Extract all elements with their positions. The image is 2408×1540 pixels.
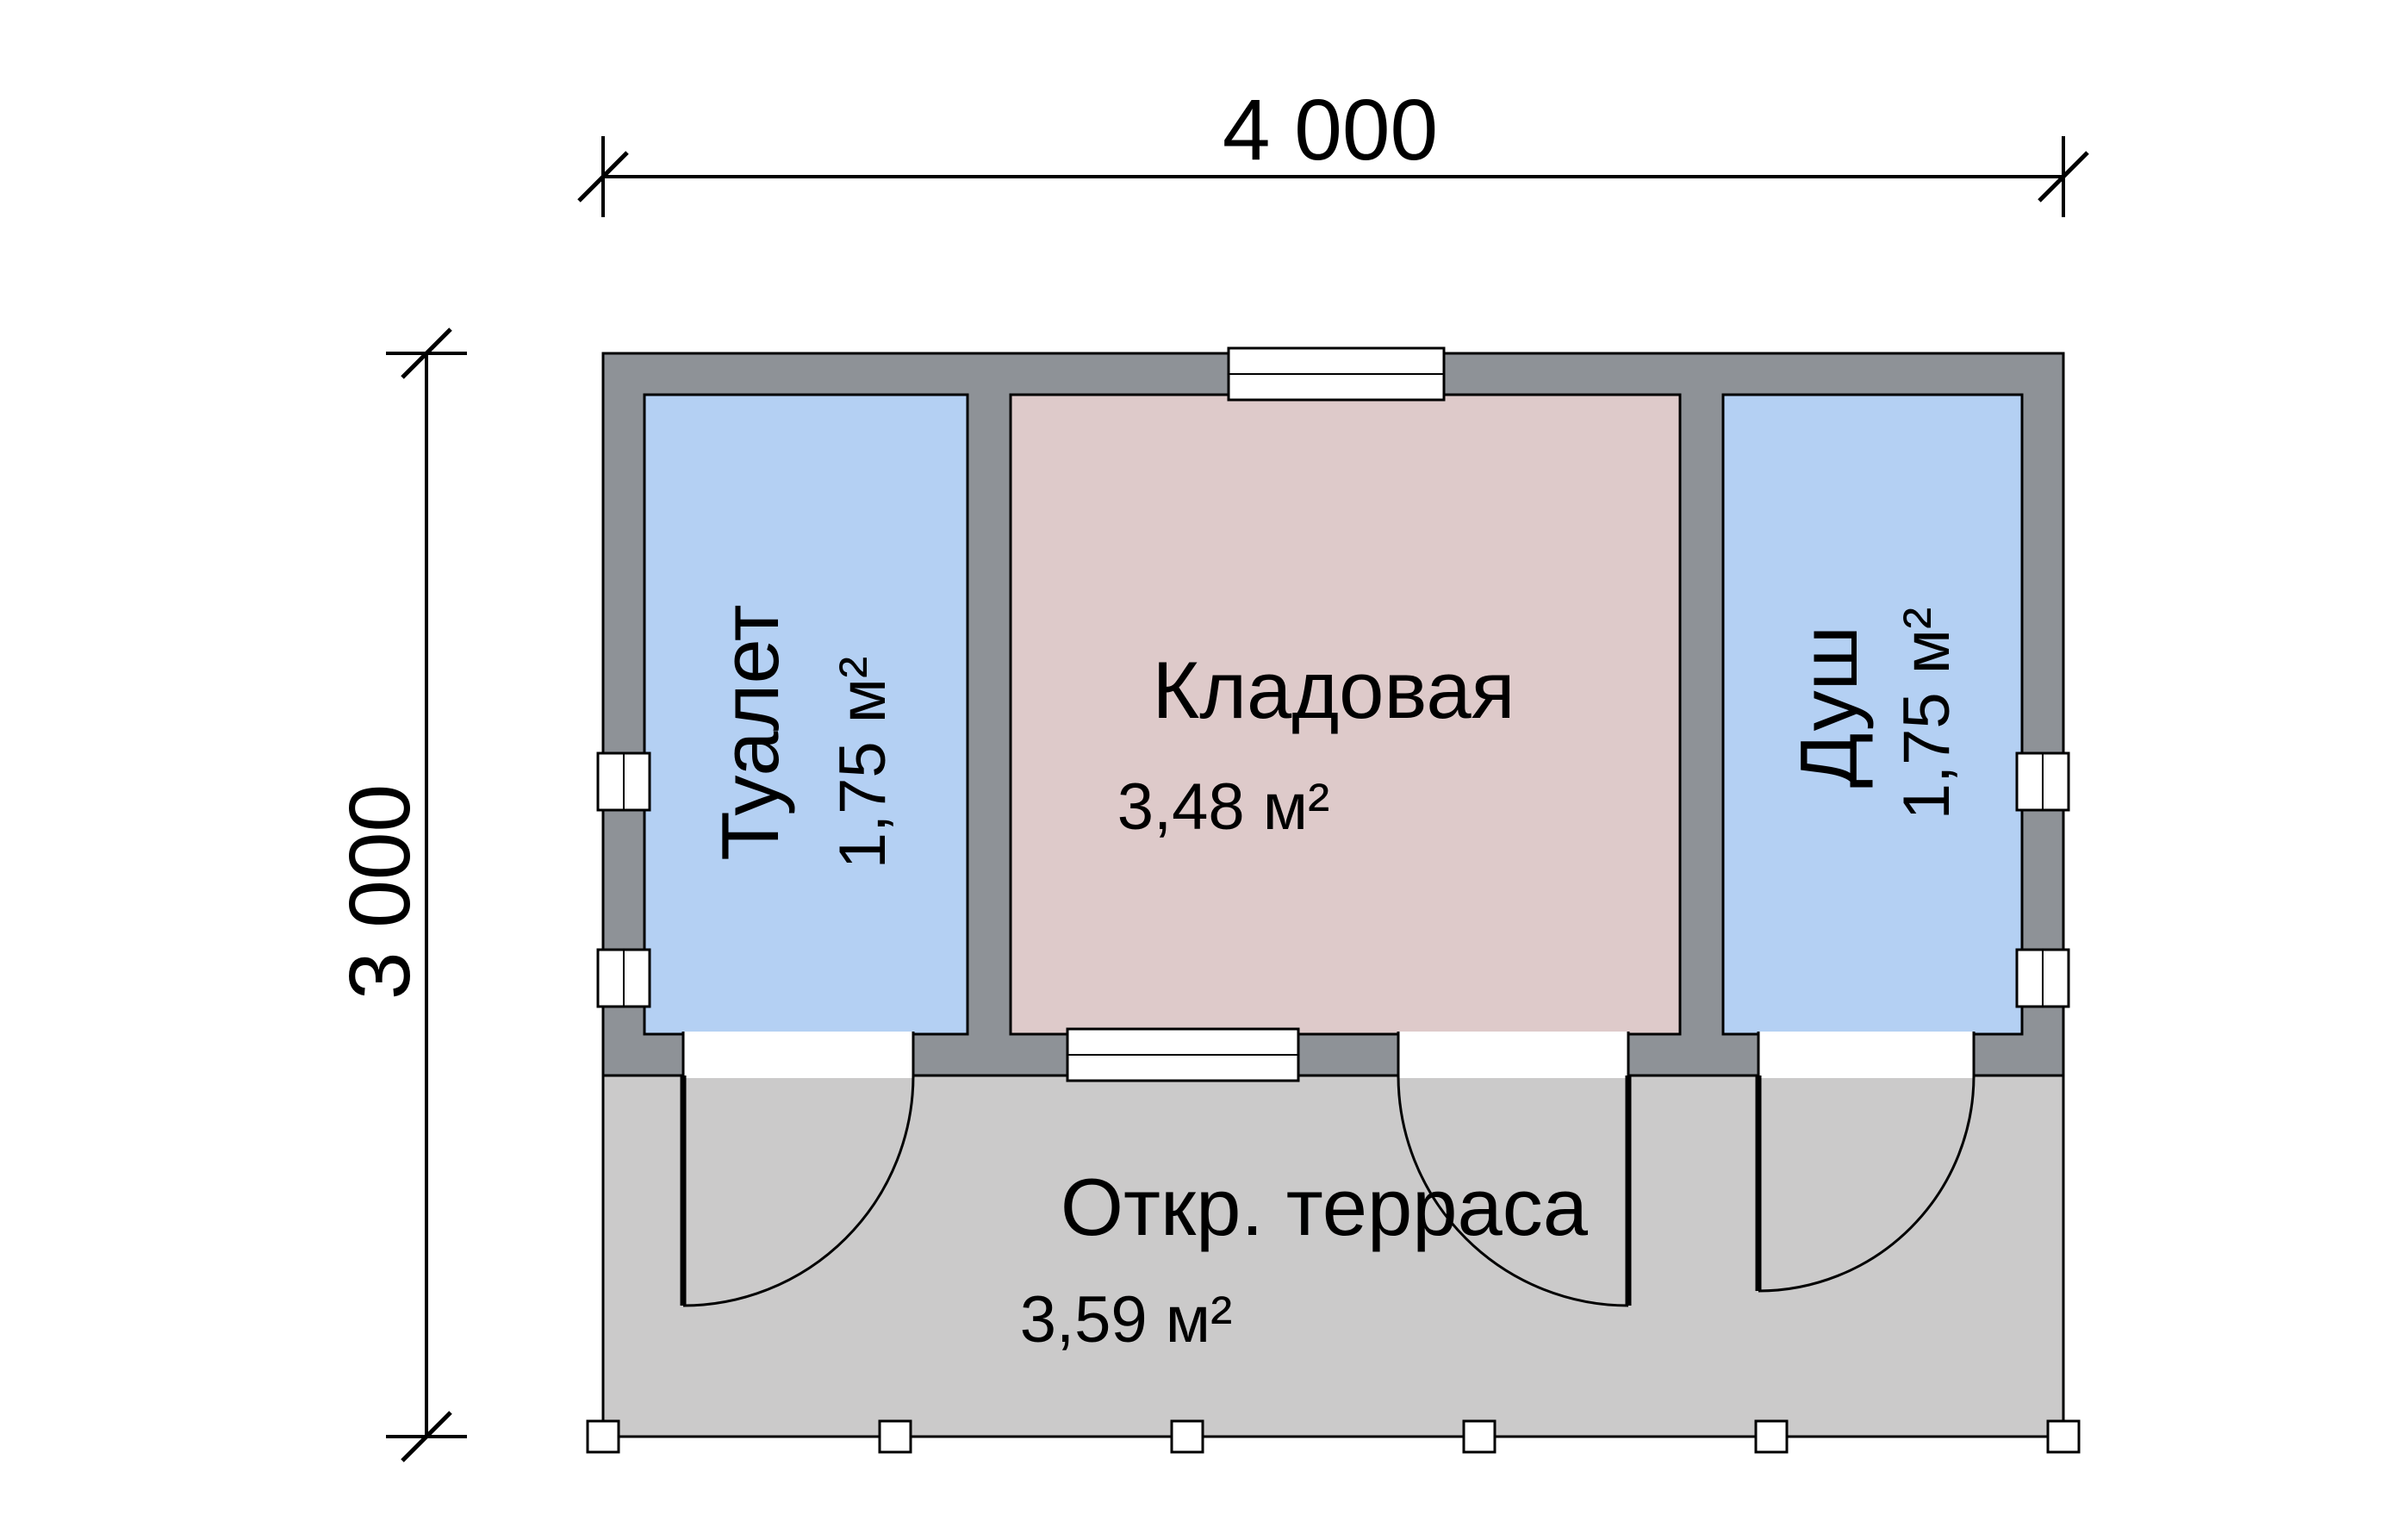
window-storage-bottom: [1066, 1027, 1300, 1082]
terrace-post: [1754, 1419, 1789, 1454]
room-storage-area: 3,48 м²: [1117, 770, 1330, 844]
window-right-upper: [2015, 751, 2070, 812]
building: [601, 352, 2065, 1077]
terrace-posts: [586, 1419, 2081, 1454]
dimension-width-label: 4 000: [1223, 82, 1438, 178]
door-toilet-swing-arc: [682, 1075, 915, 1307]
door-toilet: [680, 1032, 915, 1307]
room-storage-label: Кладовая: [1152, 645, 1515, 735]
dimension-slash-tick: [401, 327, 452, 379]
dimension-slash-tick: [401, 1411, 452, 1462]
room-toilet-label: Туалет: [705, 604, 795, 860]
dimension-slash-tick: [2038, 151, 2089, 203]
door-storage-opening: [1398, 1032, 1628, 1078]
terrace-post: [878, 1419, 912, 1454]
terrace-post: [1462, 1419, 1496, 1454]
window-top: [1227, 346, 1446, 402]
door-storage: [1397, 1032, 1632, 1307]
room-storage: [1009, 393, 1682, 1036]
door-storage-swing-arc: [1397, 1075, 1629, 1307]
room-toilet-area: 1,75 м²: [826, 657, 899, 870]
door-shower: [1755, 1032, 1976, 1293]
left-dimension: 3 000: [332, 327, 467, 1462]
windows: [596, 346, 2070, 1082]
top-dimension: 4 000: [577, 82, 2089, 217]
terrace-area: 3,59 м²: [1020, 1283, 1233, 1356]
window-left-lower: [596, 948, 651, 1008]
room-toilet: [643, 393, 969, 1036]
terrace-post: [2046, 1419, 2081, 1454]
doors: [680, 1032, 1976, 1307]
dimension-height-label: 3 000: [332, 784, 428, 1000]
terrace-floor: [601, 1074, 2065, 1438]
room-shower: [1721, 393, 2024, 1036]
window-left-upper: [596, 751, 651, 812]
room-labels: Туалет 1,75 м² Кладовая 3,48 м² Душ 1,75…: [705, 604, 1963, 1356]
terrace: [586, 1074, 2081, 1454]
window-right-lower: [2015, 948, 2070, 1008]
door-toilet-opening: [683, 1032, 913, 1078]
room-shower-label: Душ: [1783, 626, 1874, 788]
terrace-post: [586, 1419, 620, 1454]
terrace-post: [1170, 1419, 1204, 1454]
dimension-slash-tick: [577, 151, 629, 203]
door-shower-opening: [1758, 1032, 1974, 1078]
terrace-label: Откр. терраса: [1061, 1162, 1589, 1252]
room-shower-area: 1,75 м²: [1890, 608, 1963, 820]
door-shower-swing-arc: [1758, 1075, 1976, 1293]
